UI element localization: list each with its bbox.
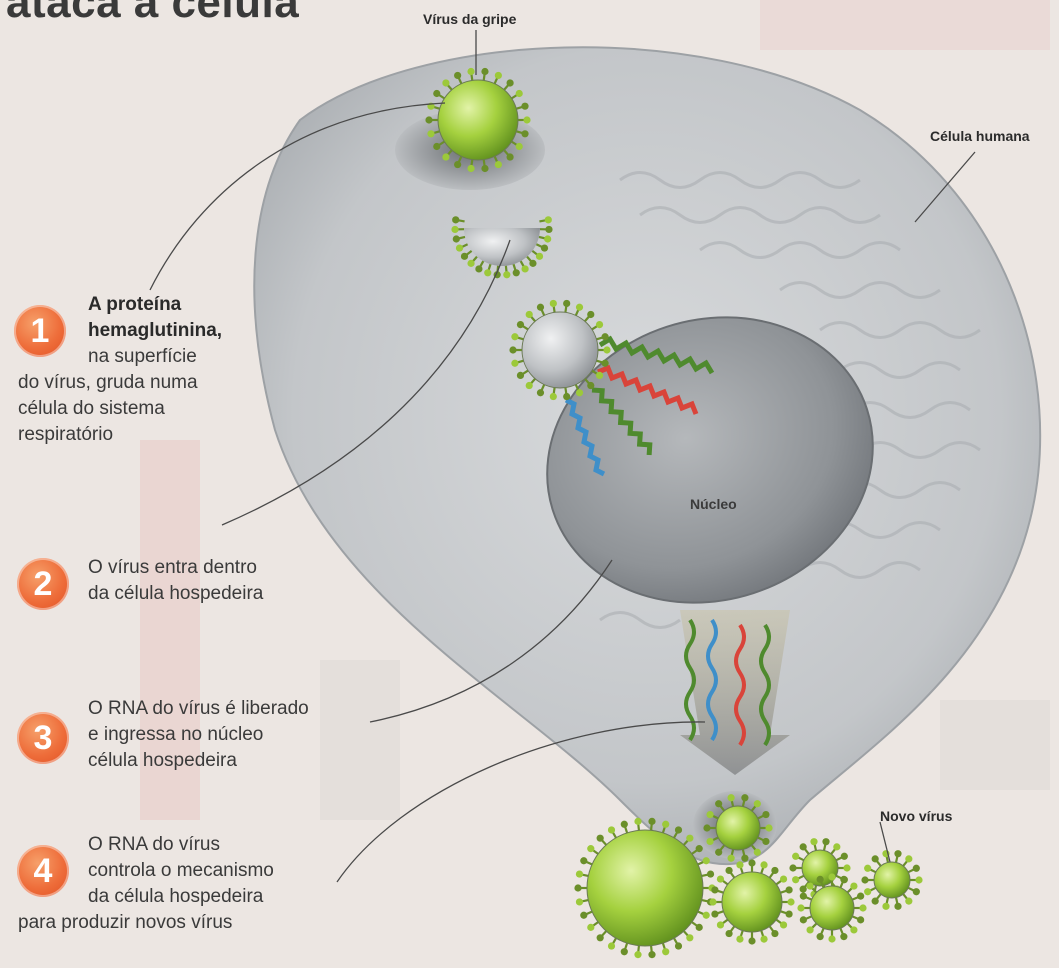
step-4-line-3: da célula hospedeira — [18, 884, 318, 910]
step-4-text: O RNA do vírus controla o mecanismo da c… — [18, 832, 318, 936]
new-virus-label: Novo vírus — [880, 808, 952, 824]
step-4-line-4: para produzir novos vírus — [18, 910, 318, 936]
step-3-line-3: célula hospedeira — [88, 748, 378, 774]
step-2-badge: 2 — [17, 558, 69, 610]
step-2-line-1: O vírus entra dentro — [88, 555, 328, 581]
new-virus-small-3 — [861, 850, 922, 910]
virus-label: Vírus da gripe — [423, 11, 516, 27]
step-4-line-2: controla o mecanismo — [18, 858, 318, 884]
new-virus-small-2 — [797, 873, 866, 942]
step-1-line-4: do vírus, gruda numa — [18, 370, 278, 396]
step-2-line-2: da célula hospedeira — [88, 581, 328, 607]
step-1-text: A proteína hemaglutinina, na superfície … — [18, 292, 278, 448]
step-1-line-3: na superfície — [18, 344, 278, 370]
step-1-line-6: respiratório — [18, 422, 278, 448]
new-virus-medium — [709, 859, 794, 944]
step-3-badge: 3 — [17, 712, 69, 764]
step-1-bold-2: hemaglutinina, — [18, 318, 278, 344]
step-3-line-1: O RNA do vírus é liberado — [88, 696, 378, 722]
step-3-line-2: e ingressa no núcleo — [88, 722, 378, 748]
step-4-line-1: O RNA do vírus — [18, 832, 318, 858]
step-1-line-5: célula do sistema — [18, 396, 278, 422]
step-2-text: O vírus entra dentro da célula hospedeir… — [88, 555, 328, 607]
nucleus-label: Núcleo — [690, 496, 737, 512]
step-1-bold-1: A proteína — [18, 292, 278, 318]
cell-label: Célula humana — [930, 128, 1030, 144]
step-3-text: O RNA do vírus é liberado e ingressa no … — [88, 696, 378, 774]
page-title: ataca a célula — [6, 0, 299, 28]
